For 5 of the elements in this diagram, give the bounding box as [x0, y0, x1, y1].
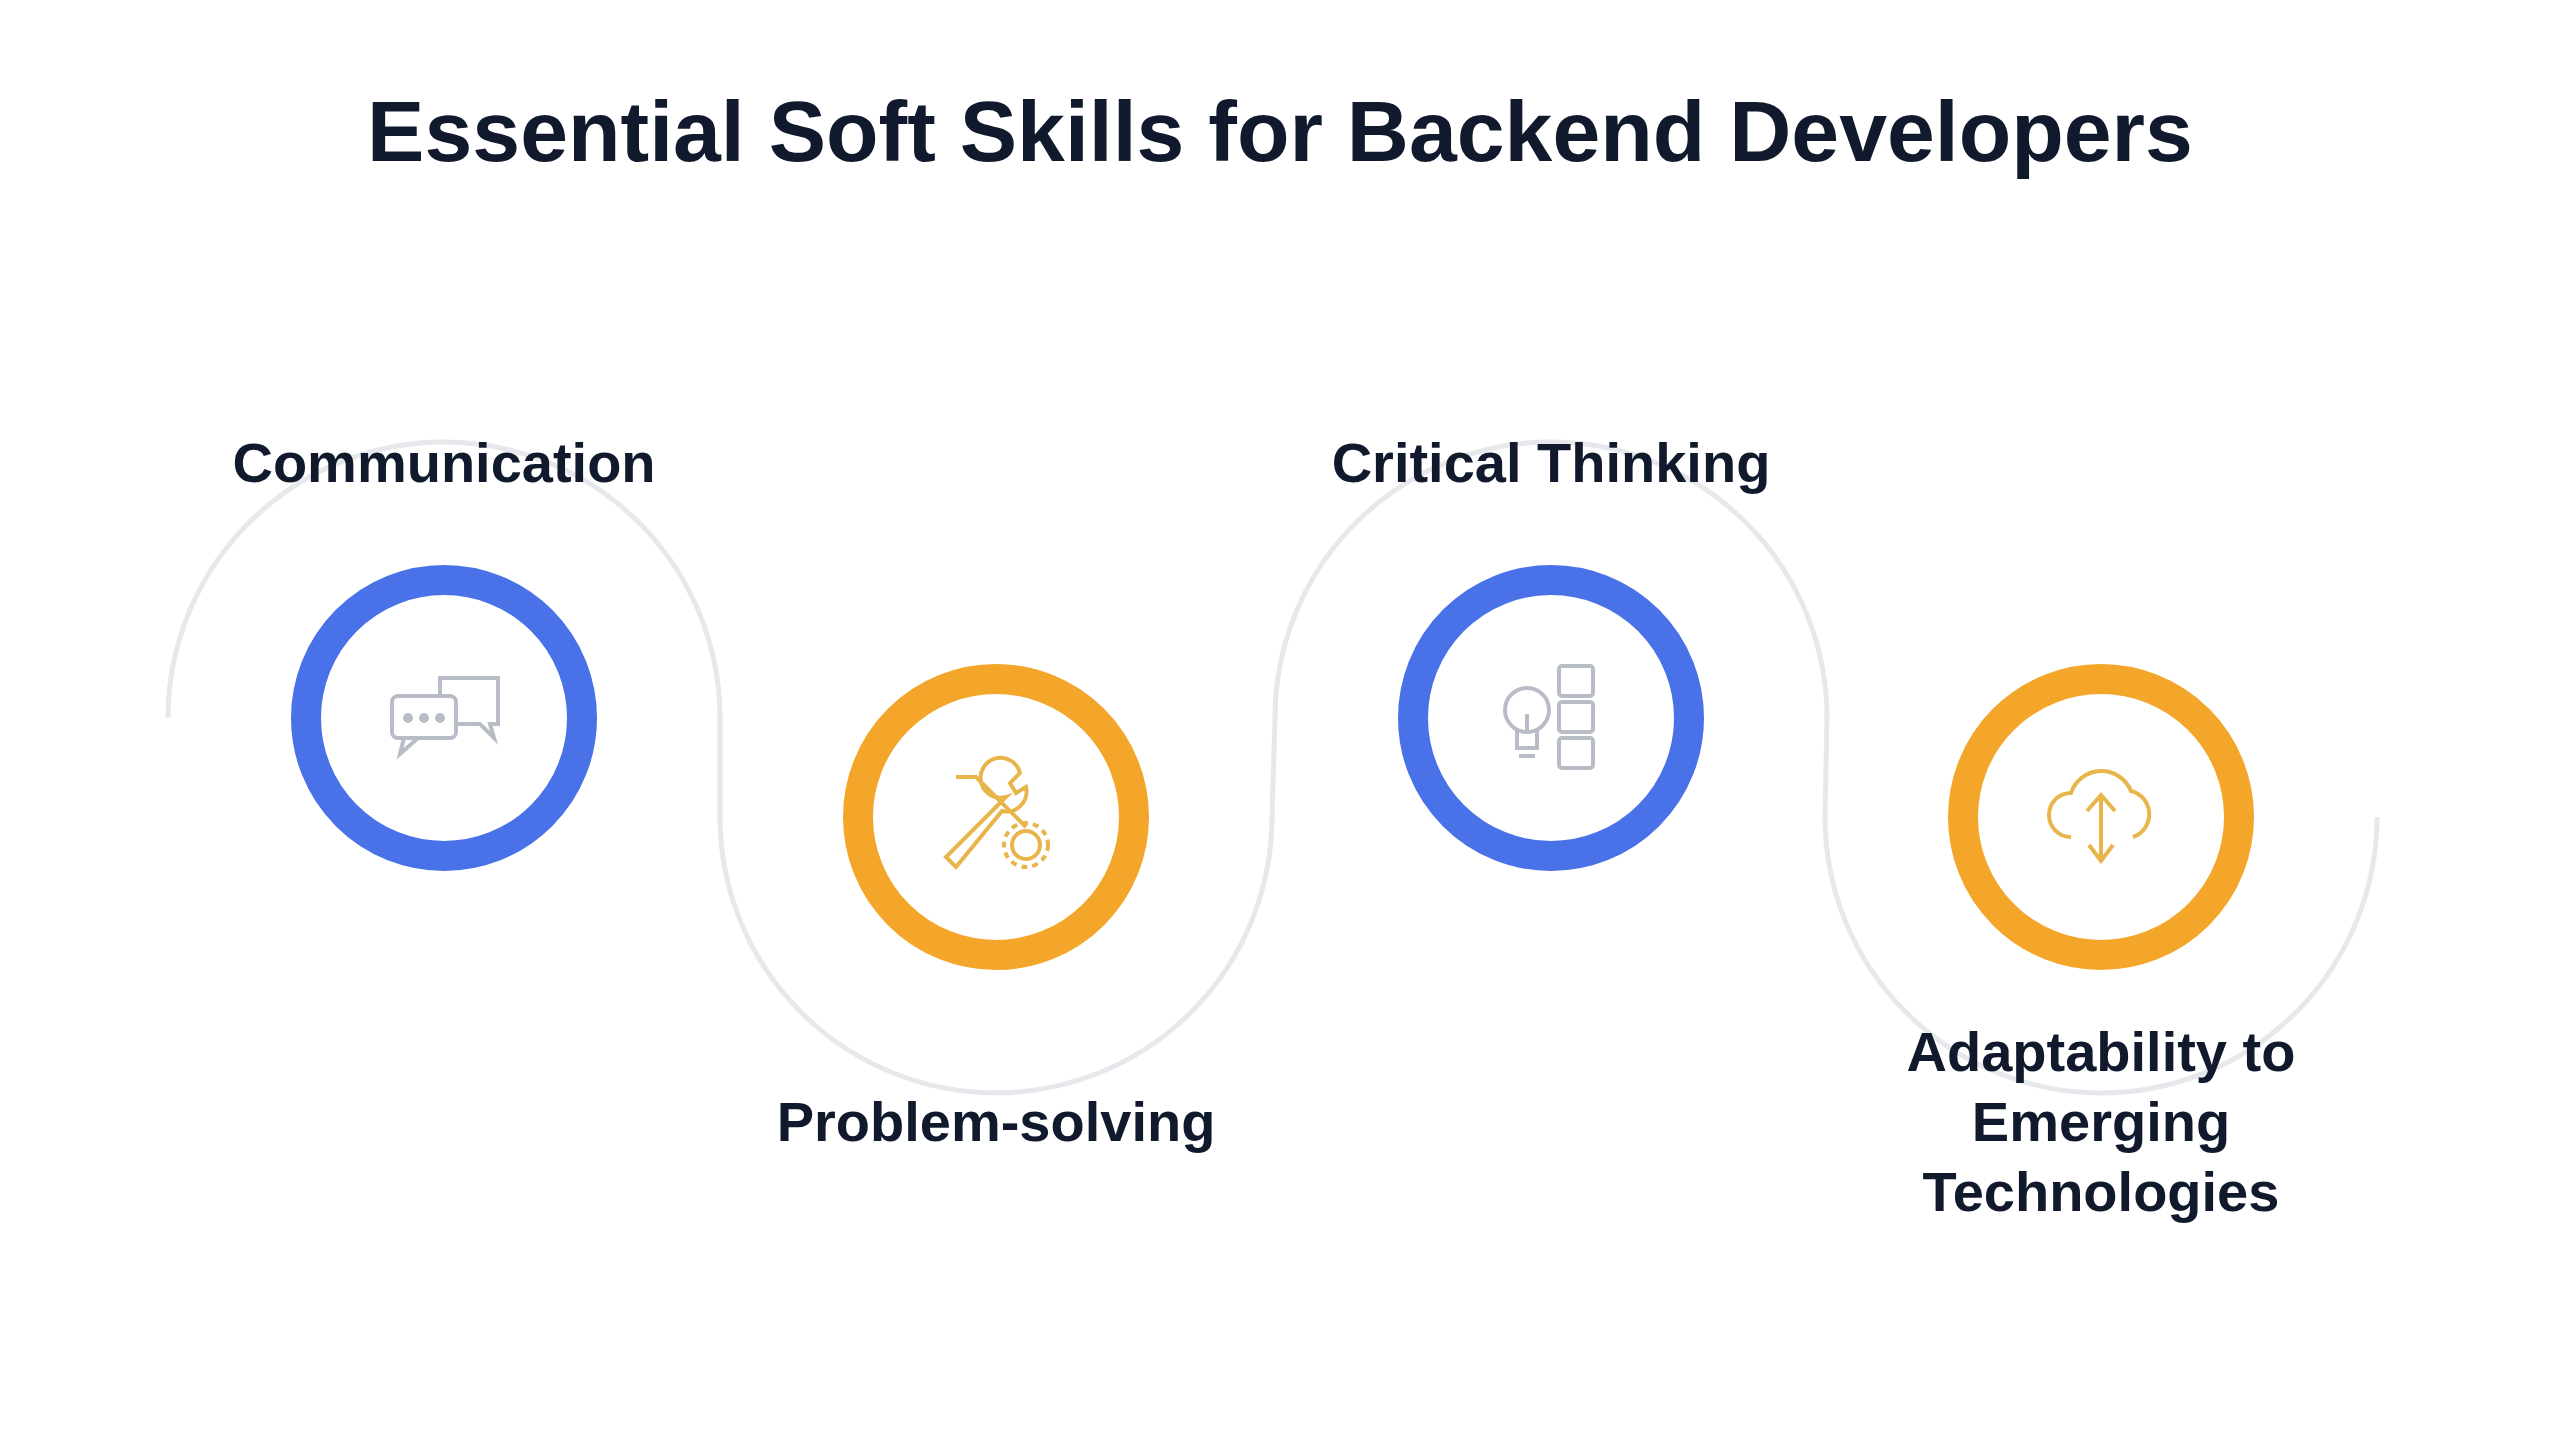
skill-heading: Communication	[231, 430, 657, 496]
title: Essential Soft Skills for Backend Developers	[366, 82, 2194, 181]
skill-heading: Adaptability to Emerging Technologies	[1905, 1019, 2297, 1225]
skill-heading: Critical Thinking	[1330, 430, 1772, 496]
skill-heading: Problem-solving	[775, 1089, 1217, 1155]
